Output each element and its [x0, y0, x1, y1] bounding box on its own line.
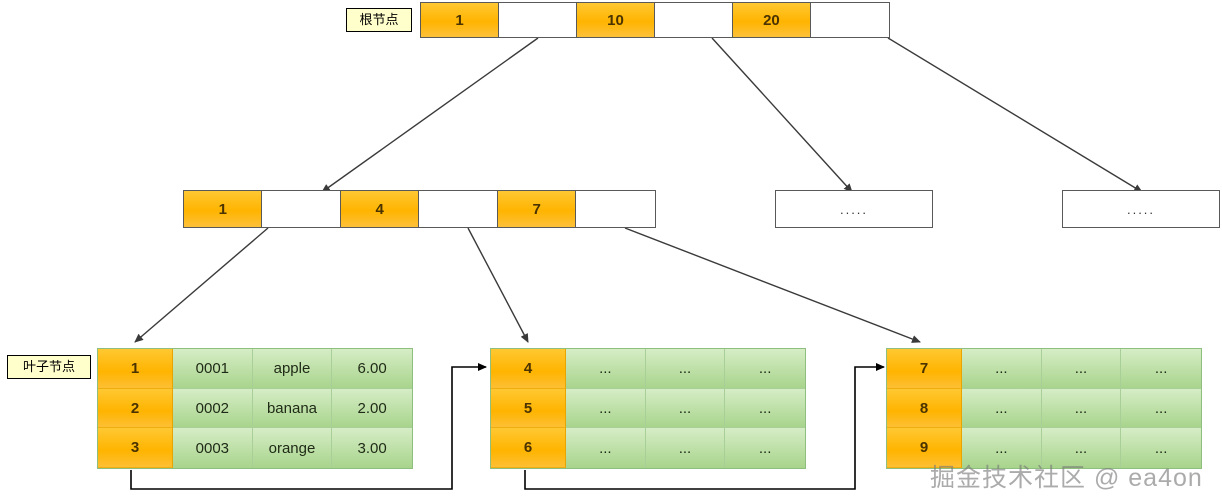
- leaf-3-data-cell-3-3[interactable]: ...: [1121, 428, 1201, 469]
- leaf-node-3[interactable]: 7.........8.........9.........: [886, 348, 1202, 469]
- leaf-1-data-cell-1-3[interactable]: 6.00: [332, 349, 412, 389]
- leaf-1-data-cell-3-2[interactable]: orange: [252, 428, 333, 469]
- leaf-2-row-1[interactable]: 4.........: [491, 349, 805, 389]
- leaf-2-data-cell-3-2[interactable]: ...: [645, 428, 726, 469]
- leaf-1-data-cell-1-2[interactable]: apple: [252, 349, 333, 389]
- leaf-2-data-cell-3-3[interactable]: ...: [725, 428, 805, 469]
- leaf-node-2[interactable]: 4.........5.........6.........: [490, 348, 806, 469]
- leaf-3-key-cell-2[interactable]: 8: [887, 388, 962, 429]
- leaf-2-row-3[interactable]: 6.........: [491, 428, 805, 469]
- leaf-2-data-cell-2-3[interactable]: ...: [725, 388, 805, 429]
- root-key-cell-3[interactable]: 10: [576, 3, 655, 37]
- edge-internal-to-leaf-2: [467, 227, 529, 343]
- leaf-1-data-cell-1-1[interactable]: 0001: [173, 349, 253, 389]
- edge-internal-to-leaf-1: [134, 227, 269, 343]
- internal-key-cell-1[interactable]: 1: [184, 191, 263, 227]
- leaf-2-key-cell-1[interactable]: 4: [491, 349, 566, 389]
- leaf-1-key-cell-2[interactable]: 2: [98, 388, 173, 429]
- leaf-1-data-cell-3-1[interactable]: 0003: [173, 428, 253, 469]
- root-node-tag: 根节点: [346, 8, 412, 32]
- root-pointer-cell-2[interactable]: [498, 3, 577, 37]
- root-key-cell-5[interactable]: 20: [732, 3, 811, 37]
- edge-root-to-internal-2: [711, 37, 853, 193]
- leaf-2-data-cell-1-1[interactable]: ...: [566, 349, 646, 389]
- leaf-node-tag: 叶子节点: [7, 355, 91, 379]
- leaf-2-data-cell-2-1[interactable]: ...: [566, 388, 646, 429]
- internal-pointer-cell-2[interactable]: [262, 191, 341, 227]
- leaf-3-key-cell-1[interactable]: 7: [887, 349, 962, 389]
- leaf-3-data-cell-1-1[interactable]: ...: [962, 349, 1042, 389]
- leaf-1-data-cell-2-1[interactable]: 0002: [173, 388, 253, 429]
- root-node[interactable]: 1 10 20: [420, 2, 890, 38]
- sibling-ellipsis-box-1[interactable]: .....: [775, 190, 933, 228]
- leaf-1-key-cell-3[interactable]: 3: [98, 428, 173, 469]
- root-pointer-cell-6[interactable]: [810, 3, 889, 37]
- leaf-2-data-cell-3-1[interactable]: ...: [566, 428, 646, 469]
- sibling-ellipsis-box-2[interactable]: .....: [1062, 190, 1220, 228]
- leaf-3-data-cell-3-1[interactable]: ...: [962, 428, 1042, 469]
- edge-root-to-internal-3: [887, 37, 1143, 193]
- leaf-1-data-cell-2-3[interactable]: 2.00: [332, 388, 412, 429]
- leaf-1-key-cell-1[interactable]: 1: [98, 349, 173, 389]
- leaf-2-key-cell-3[interactable]: 6: [491, 428, 566, 469]
- edge-internal-to-leaf-3: [624, 227, 921, 343]
- leaf-2-key-cell-2[interactable]: 5: [491, 388, 566, 429]
- leaf-3-data-cell-2-1[interactable]: ...: [962, 388, 1042, 429]
- edge-root-to-internal-1: [321, 37, 539, 193]
- leaf-3-row-2[interactable]: 8.........: [887, 388, 1201, 429]
- internal-pointer-cell-4[interactable]: [419, 191, 498, 227]
- leaf-3-key-cell-3[interactable]: 9: [887, 428, 962, 469]
- leaf-3-data-cell-2-3[interactable]: ...: [1121, 388, 1201, 429]
- internal-pointer-cell-6[interactable]: [576, 191, 655, 227]
- root-pointer-cell-4[interactable]: [654, 3, 733, 37]
- leaf-3-data-cell-1-2[interactable]: ...: [1041, 349, 1122, 389]
- leaf-2-data-cell-1-2[interactable]: ...: [645, 349, 726, 389]
- internal-key-cell-5[interactable]: 7: [497, 191, 577, 227]
- leaf-1-data-cell-3-3[interactable]: 3.00: [332, 428, 412, 469]
- leaf-3-data-cell-3-2[interactable]: ...: [1041, 428, 1122, 469]
- leaf-3-data-cell-2-2[interactable]: ...: [1041, 388, 1122, 429]
- leaf-3-row-3[interactable]: 9.........: [887, 428, 1201, 469]
- leaf-3-data-cell-1-3[interactable]: ...: [1121, 349, 1201, 389]
- internal-key-cell-3[interactable]: 4: [340, 191, 420, 227]
- leaf-2-data-cell-2-2[interactable]: ...: [645, 388, 726, 429]
- root-key-cell-1[interactable]: 1: [421, 3, 499, 37]
- leaf-2-row-2[interactable]: 5.........: [491, 388, 805, 429]
- leaf-3-row-1[interactable]: 7.........: [887, 349, 1201, 389]
- leaf-2-data-cell-1-3[interactable]: ...: [725, 349, 805, 389]
- internal-node[interactable]: 1 4 7: [183, 190, 656, 228]
- leaf-1-data-cell-2-2[interactable]: banana: [252, 388, 333, 429]
